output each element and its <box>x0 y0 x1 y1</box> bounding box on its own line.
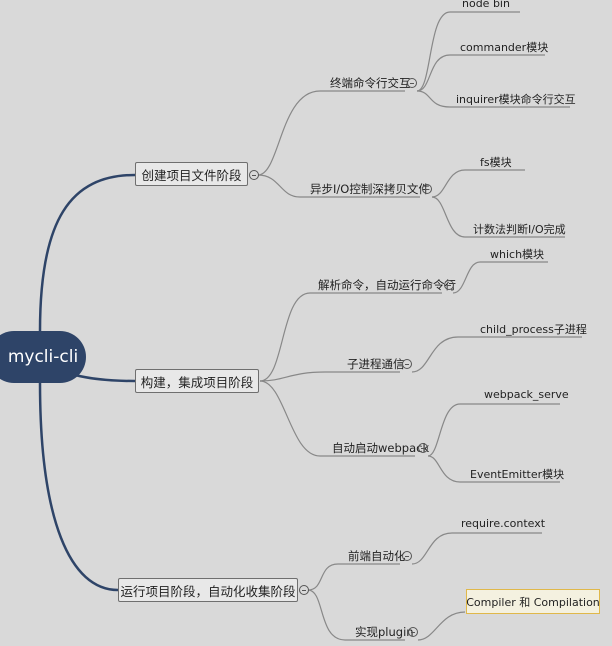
subtopic-label[interactable]: 自动启动webpack <box>332 441 430 455</box>
edge-root-branch-1 <box>38 173 136 332</box>
branch-node[interactable]: 构建，集成项目阶段 <box>135 369 259 393</box>
collapse-icon[interactable] <box>402 551 412 561</box>
edge-b3-c2 <box>307 589 405 641</box>
edge-c2-l1 <box>431 169 525 198</box>
collapse-icon[interactable] <box>407 78 417 88</box>
subtopic-label[interactable]: 终端命令行交互 <box>330 76 411 90</box>
subtopic-label[interactable]: 解析命令，自动运行命令行 <box>318 278 456 292</box>
leaf-label[interactable]: which模块 <box>490 248 545 261</box>
edge-b2c3-l2 <box>427 455 560 483</box>
subtopic-label[interactable]: 前端自动化 <box>348 549 406 563</box>
leaf-label[interactable]: 计数法判断I/O完成 <box>473 223 566 236</box>
edge-b1-c1 <box>257 90 405 176</box>
root-node[interactable]: mycli-cli <box>0 331 86 383</box>
collapse-icon[interactable] <box>402 359 412 369</box>
leaf-label[interactable]: webpack_serve <box>484 388 569 401</box>
leaf-label[interactable]: EventEmitter模块 <box>470 468 565 481</box>
branch-node[interactable]: 创建项目文件阶段 <box>135 162 248 186</box>
branch-node[interactable]: 运行项目阶段，自动化收集阶段 <box>118 578 298 602</box>
leaf-label[interactable]: commander模块 <box>460 41 549 54</box>
edge-c1-l3 <box>416 90 570 108</box>
edge-c1-l1 <box>416 11 520 92</box>
subtopic-label[interactable]: 实现plugin <box>355 625 414 639</box>
leaf-label[interactable]: fs模块 <box>480 156 512 169</box>
leaf-label[interactable]: require.context <box>461 517 546 530</box>
edge-b3c1-l1 <box>411 532 542 565</box>
edge-b2-c3 <box>259 380 415 457</box>
edge-b3c2-l1 <box>417 611 466 641</box>
edge-root-branch-3 <box>38 382 119 592</box>
edge-b1-c2 <box>257 174 420 198</box>
leaf-label[interactable]: node bin <box>462 0 510 10</box>
edge-b2c1-l1 <box>452 261 548 294</box>
collapse-icon[interactable] <box>444 280 454 290</box>
collapse-icon[interactable] <box>408 627 418 637</box>
collapse-icon[interactable] <box>299 585 309 595</box>
leaf-label[interactable]: inquirer模块命令行交互 <box>456 93 576 106</box>
collapse-icon[interactable] <box>418 443 428 453</box>
edge-b3-c1 <box>307 563 400 591</box>
edge-b2-c1 <box>259 292 442 382</box>
collapse-icon[interactable] <box>422 184 432 194</box>
edge-b2-c2 <box>259 371 400 382</box>
edge-root-branch-2 <box>74 373 136 383</box>
edge-c1-l2 <box>416 54 545 92</box>
leaf-label[interactable]: child_process子进程 <box>480 323 587 336</box>
highlighted-leaf[interactable]: Compiler 和 Compilation <box>466 589 600 614</box>
edge-c2-l2 <box>431 196 565 238</box>
subtopic-label[interactable]: 子进程通信 <box>347 357 405 371</box>
edge-b2c3-l1 <box>427 403 560 457</box>
edge-b2c2-l1 <box>411 336 582 373</box>
collapse-icon[interactable] <box>249 170 259 180</box>
subtopic-label[interactable]: 异步I/O控制深拷贝文件 <box>310 182 430 196</box>
